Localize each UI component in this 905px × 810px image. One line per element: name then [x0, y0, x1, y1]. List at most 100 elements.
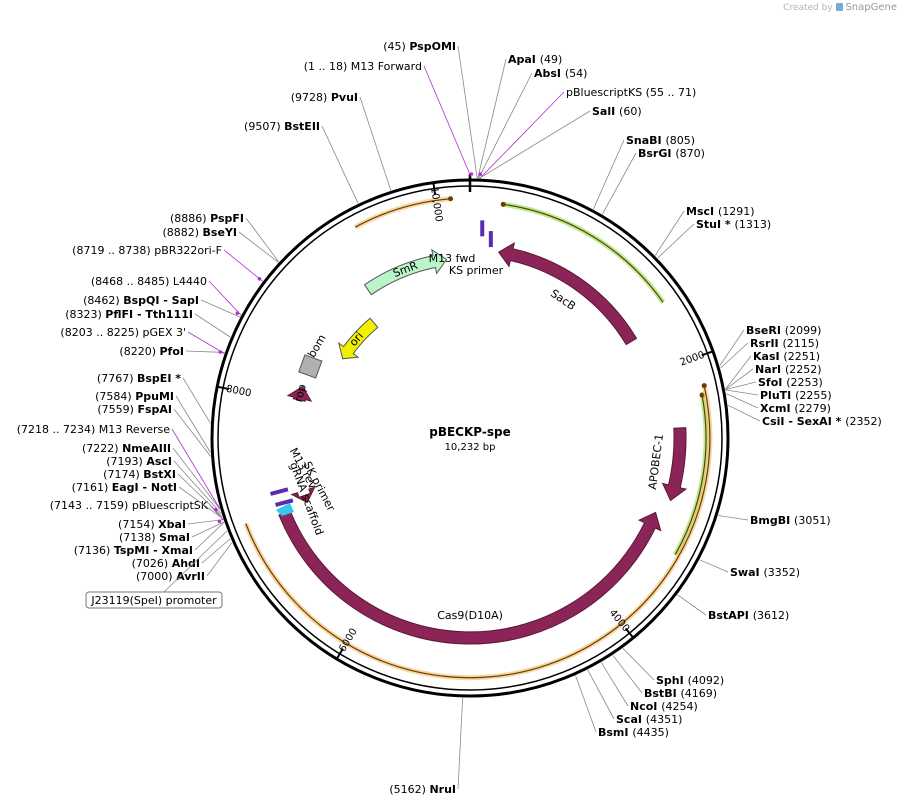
site-leader-line — [725, 368, 754, 390]
site-position: (45) — [383, 40, 409, 53]
site-leader-line — [457, 697, 464, 790]
scale-tick — [624, 627, 635, 639]
feature-guide-tip — [448, 196, 454, 202]
site-label[interactable]: PluTI (2255) — [760, 389, 832, 402]
site-label[interactable]: (8882) BseYI — [162, 226, 237, 239]
site-label[interactable]: (7161) EagI - NotI — [72, 481, 177, 494]
site-label[interactable]: (7222) NmeAIII — [82, 442, 171, 455]
site-label[interactable]: SphI (4092) — [656, 674, 724, 687]
site-label[interactable]: (8719 .. 8738) pBR322ori-F — [72, 244, 222, 257]
scale-tick — [701, 350, 714, 357]
site-name: SwaI — [730, 566, 763, 579]
site-label[interactable]: (45) PspOMI — [383, 40, 456, 53]
site-label[interactable]: (8886) PspFI — [170, 212, 244, 225]
site-label[interactable]: SwaI (3352) — [730, 566, 800, 579]
site-label[interactable]: BsmI (4435) — [598, 726, 669, 739]
site-label[interactable]: AbsI (54) — [534, 67, 587, 80]
site-label[interactable]: (7218 .. 7234) M13 Reverse — [17, 423, 170, 436]
feature-ori — [337, 317, 379, 360]
site-name: BsmI — [598, 726, 632, 739]
site-position: (8462) — [83, 294, 123, 307]
primer-mark — [275, 498, 294, 507]
site-label[interactable]: BstBI (4169) — [644, 687, 717, 700]
site-position: (49) — [540, 53, 563, 66]
site-label[interactable]: BstAPI (3612) — [708, 609, 789, 622]
site-label[interactable]: SfoI (2253) — [758, 376, 823, 389]
site-label[interactable]: (8468 .. 8485) L4440 — [91, 275, 207, 288]
site-label[interactable]: ApaI (49) — [508, 53, 562, 66]
site-label[interactable]: StuI * (1313) — [696, 218, 771, 231]
site-label[interactable]: (7026) AhdI — [132, 557, 200, 570]
scale-tick-label: 10,000 — [428, 186, 444, 222]
site-name: BsrGI — [638, 147, 675, 160]
cyan-marker — [276, 503, 294, 516]
site-position: (54) — [565, 67, 588, 80]
site-label[interactable]: (7559) FspAI — [97, 403, 172, 416]
feature-sacb — [497, 241, 638, 346]
site-position: (805) — [665, 134, 695, 147]
site-label[interactable]: (8203 .. 8225) pGEX 3' — [60, 326, 186, 339]
site-name: TspMI - XmaI — [114, 544, 193, 557]
site-label[interactable]: (9728) PvuI — [291, 91, 358, 104]
primer-mark — [488, 231, 493, 248]
plasmid-size: 10,232 bp — [445, 442, 496, 453]
site-label[interactable]: (7000) AvrII — [136, 570, 205, 583]
site-name: M13 Reverse — [99, 423, 170, 436]
site-label[interactable]: BmgBI (3051) — [750, 514, 831, 527]
site-name: SnaBI — [626, 134, 665, 147]
site-name: PflFI - Tth111I — [105, 308, 193, 321]
site-label[interactable]: (9507) BstEII — [244, 120, 320, 133]
site-position: (2099) — [785, 324, 822, 337]
site-label[interactable]: (7136) TspMI - XmaI — [74, 544, 193, 557]
plasmid-name: pBECKP-spe — [429, 425, 510, 439]
site-label[interactable]: (7767) BspEI * — [97, 372, 181, 385]
site-label[interactable]: MscI (1291) — [686, 205, 755, 218]
site-label[interactable]: XcmI (2279) — [760, 402, 831, 415]
site-label[interactable]: (5162) NruI — [389, 783, 456, 796]
site-leader-line — [206, 542, 233, 577]
site-leader-line — [201, 538, 231, 564]
site-label[interactable]: SalI (60) — [592, 105, 642, 118]
site-position: (7767) — [97, 372, 137, 385]
feature-guide-line — [674, 394, 707, 555]
snapgene-logo-icon — [835, 3, 843, 11]
site-name: AbsI — [534, 67, 565, 80]
feature-smr — [363, 248, 448, 296]
site-label[interactable]: (7193) AscI — [106, 455, 172, 468]
site-label[interactable]: (7154) XbaI — [118, 518, 186, 531]
site-label[interactable]: ScaI (4351) — [616, 713, 682, 726]
site-label[interactable]: (7138) SmaI — [119, 531, 190, 544]
site-label[interactable]: (1 .. 18) M13 Forward — [304, 60, 422, 73]
site-leader-line — [191, 521, 225, 538]
primer-mark — [480, 220, 485, 237]
site-label[interactable]: (7584) PpuMI — [95, 390, 174, 403]
site-label[interactable]: BseRI (2099) — [746, 324, 821, 337]
site-position: (4092) — [688, 674, 725, 687]
site-position: (8882) — [162, 226, 202, 239]
site-label[interactable]: RsrII (2115) — [750, 337, 819, 350]
site-label[interactable]: BsrGI (870) — [638, 147, 705, 160]
site-leader-line — [699, 559, 729, 573]
site-label[interactable]: (8462) BspQI - SapI — [83, 294, 199, 307]
site-name: AscI — [146, 455, 172, 468]
site-name: BseYI — [203, 226, 237, 239]
site-label[interactable]: (8323) PflFI - Tth111I — [65, 308, 193, 321]
site-label[interactable]: SnaBI (805) — [626, 134, 695, 147]
site-label[interactable]: pBluescriptKS (55 .. 71) — [566, 86, 696, 99]
site-position: (2255) — [795, 389, 832, 402]
feature-cas9-d10a- — [278, 509, 662, 645]
site-label[interactable]: NarI (2252) — [755, 363, 822, 376]
site-label[interactable]: (7174) BstXI — [103, 468, 176, 481]
site-label[interactable]: NcoI (4254) — [630, 700, 698, 713]
site-label[interactable]: (7143 .. 7159) pBluescriptSK — [50, 499, 209, 512]
site-label[interactable]: KasI (2251) — [753, 350, 820, 363]
site-label[interactable]: (8220) PfoI — [119, 345, 184, 358]
feature-label: APOBEC-1 — [646, 433, 666, 490]
site-position: (2352) — [845, 415, 882, 428]
site-position: (8719 .. 8738) — [72, 244, 154, 257]
site-name: PfoI — [160, 345, 185, 358]
feature-grna-scaffold — [290, 486, 316, 504]
site-position: (7161) — [72, 481, 112, 494]
site-label[interactable]: CsiI - SexAI * (2352) — [762, 415, 882, 428]
site-leader-line — [172, 447, 221, 510]
